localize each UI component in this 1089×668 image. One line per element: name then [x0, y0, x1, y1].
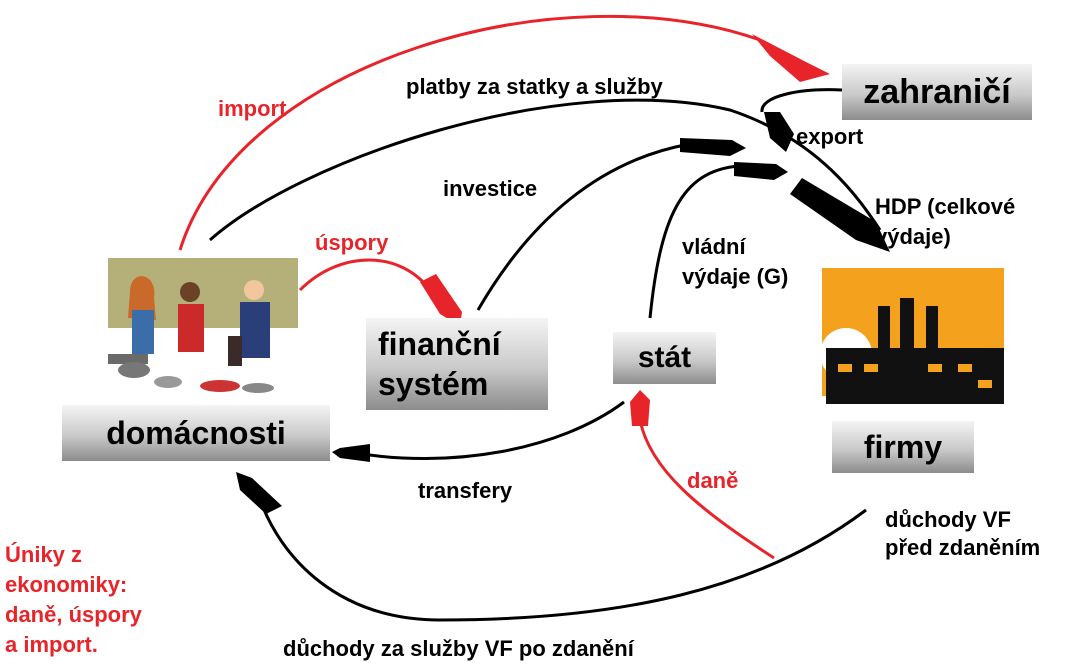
leakages-note-line1: Úniky z — [5, 542, 83, 567]
gdp-label-line2: výdaje) — [875, 224, 951, 249]
investment-label: investice — [443, 176, 538, 201]
factory-icon — [820, 268, 1004, 404]
government-spending-line — [648, 164, 741, 319]
firms-box: firmy — [832, 421, 974, 473]
households-box: domácnosti — [62, 405, 330, 461]
savings-label: úspory — [315, 230, 389, 255]
income-before-tax-line1: důchody VF — [885, 507, 1011, 532]
transfers-arrowhead — [332, 444, 370, 462]
savings-arrowhead — [420, 274, 462, 326]
government-spending-label-line2: výdaje (G) — [682, 264, 789, 289]
state-box: stát — [613, 332, 716, 384]
leakages-note-line2: ekonomiky: — [5, 572, 128, 597]
payments-label: platby za statky a služby — [406, 74, 663, 99]
transfers-flow-line — [349, 400, 625, 460]
investment-arrowhead — [680, 138, 746, 156]
payments-arrowhead — [790, 178, 890, 252]
import-arrowhead — [752, 34, 830, 82]
state-label: stát — [637, 341, 692, 374]
payments-flow-line — [209, 98, 882, 242]
income-flow-line — [256, 493, 867, 622]
investment-flow-line — [476, 142, 691, 311]
government-spending-label-line1: vládní — [682, 234, 746, 259]
financial-system-label-line1: finanční — [378, 326, 501, 362]
gdp-label-line1: HDP (celkové — [875, 194, 1016, 219]
taxes-label: daně — [687, 468, 739, 493]
export-flow-line — [760, 88, 843, 113]
taxes-flow-line — [638, 419, 775, 560]
firms-label: firmy — [863, 429, 943, 465]
gdp-label: HDP (celkové výdaje) — [875, 192, 1089, 252]
transfers-label: transfery — [418, 478, 513, 503]
leakages-note-line4: a import. — [5, 632, 98, 657]
households-dinner-icon — [108, 258, 298, 400]
leakages-note: Úniky z ekonomiky: daně, úspory a import… — [5, 540, 225, 660]
export-label: export — [796, 124, 864, 149]
savings-flow-line — [298, 258, 432, 292]
income-arrowhead — [236, 472, 282, 514]
import-flow-line — [178, 14, 761, 251]
financial-system-label-line2: systém — [378, 366, 489, 402]
export-arrowhead — [764, 112, 794, 152]
government-spending-label: vládní výdaje (G) — [682, 232, 842, 292]
foreign-sector-label: zahraničí — [863, 73, 1011, 111]
households-label: domácnosti — [106, 415, 286, 451]
income-before-tax-label: důchody VF před zdaněním — [885, 506, 1089, 562]
government-spending-arrowhead — [734, 162, 788, 180]
financial-system-box: finanční systém — [366, 318, 548, 410]
income-before-tax-line2: před zdaněním — [885, 535, 1041, 560]
import-label: import — [218, 96, 287, 121]
leakages-note-line3: daně, úspory — [5, 602, 142, 627]
foreign-sector-box: zahraničí — [842, 64, 1032, 120]
income-after-tax-label: důchody za služby VF po zdanění — [283, 636, 634, 661]
taxes-arrowhead — [630, 390, 650, 426]
